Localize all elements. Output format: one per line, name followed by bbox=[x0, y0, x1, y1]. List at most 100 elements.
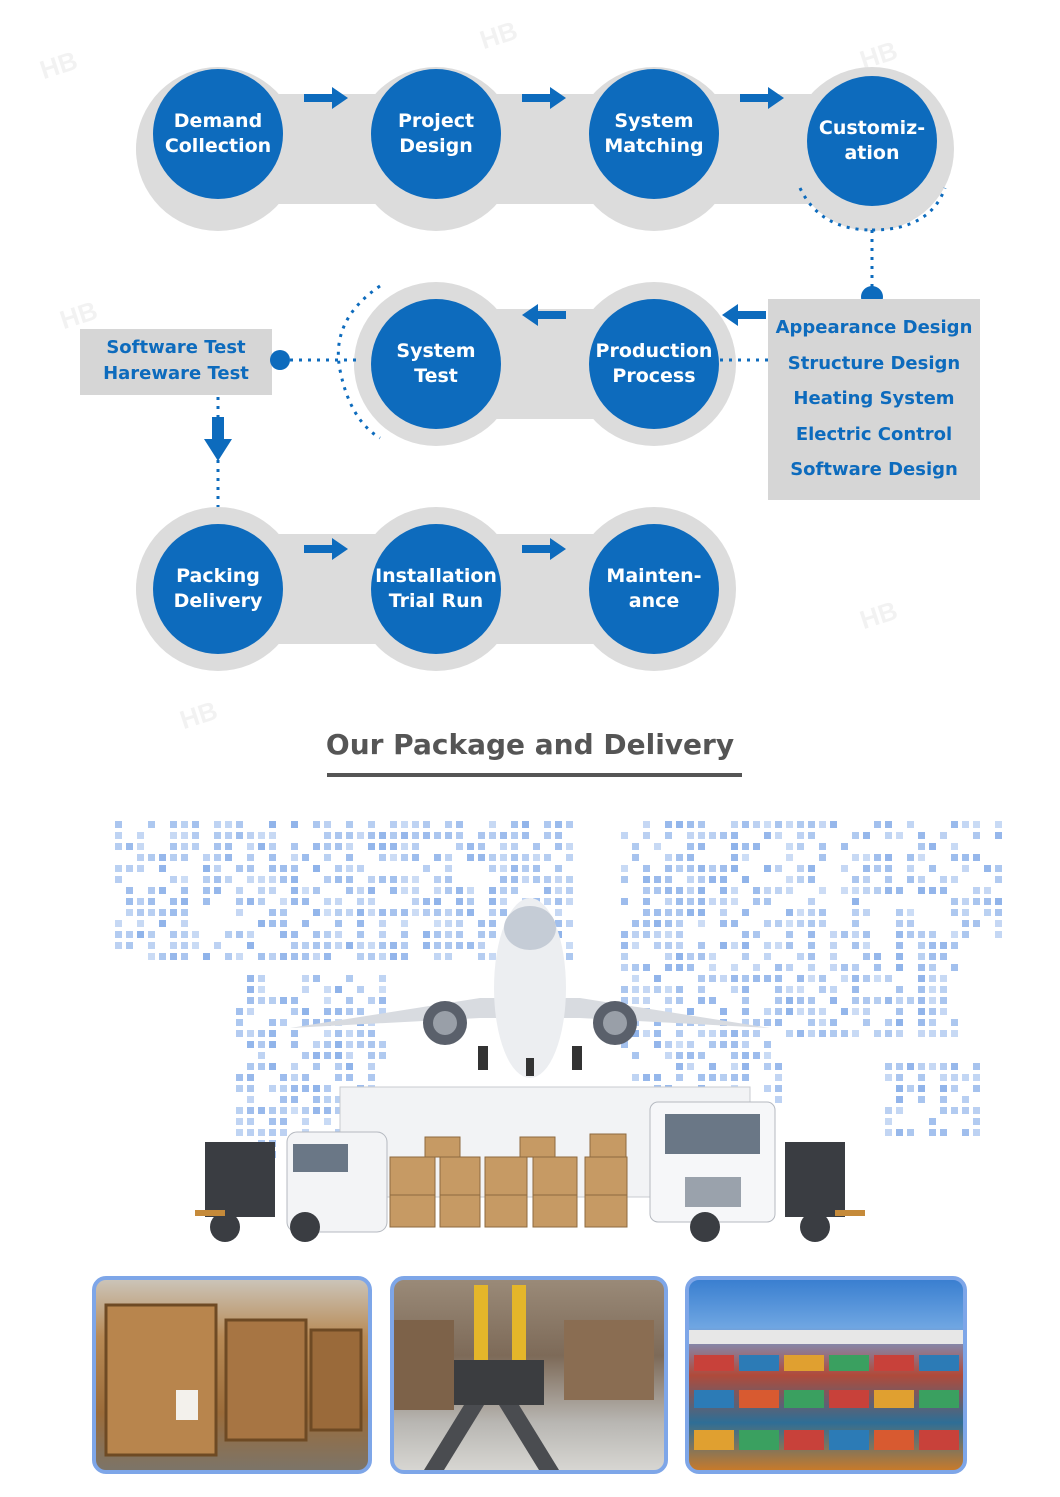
map-dot bbox=[346, 1041, 353, 1048]
map-dot bbox=[896, 1019, 903, 1026]
map-dot bbox=[720, 975, 727, 982]
map-dot bbox=[368, 997, 375, 1004]
map-dot bbox=[731, 1074, 738, 1081]
map-dot bbox=[247, 931, 254, 938]
map-dot bbox=[291, 843, 298, 850]
map-dot bbox=[137, 832, 144, 839]
map-dot bbox=[753, 821, 760, 828]
map-dot bbox=[313, 865, 320, 872]
map-dot bbox=[335, 843, 342, 850]
map-dot bbox=[764, 1041, 771, 1048]
map-dot bbox=[258, 1129, 265, 1136]
map-dot bbox=[247, 975, 254, 982]
map-dot bbox=[995, 821, 1002, 828]
map-dot bbox=[632, 997, 639, 1004]
map-dot bbox=[885, 1063, 892, 1070]
map-dot bbox=[313, 843, 320, 850]
map-dot bbox=[929, 1129, 936, 1136]
map-dot bbox=[797, 1030, 804, 1037]
map-dot bbox=[555, 865, 562, 872]
map-dot bbox=[940, 986, 947, 993]
map-dot bbox=[907, 876, 914, 883]
map-dot bbox=[544, 821, 551, 828]
map-dot bbox=[368, 898, 375, 905]
map-dot bbox=[742, 1008, 749, 1015]
map-dot bbox=[764, 1008, 771, 1015]
map-dot bbox=[423, 942, 430, 949]
map-dot bbox=[830, 964, 837, 971]
map-dot bbox=[137, 865, 144, 872]
map-dot bbox=[137, 920, 144, 927]
map-dot bbox=[654, 942, 661, 949]
map-dot bbox=[940, 1107, 947, 1114]
map-dot bbox=[676, 865, 683, 872]
map-dot bbox=[720, 909, 727, 916]
map-dot bbox=[247, 1096, 254, 1103]
map-dot bbox=[478, 854, 485, 861]
map-dot bbox=[863, 975, 870, 982]
map-dot bbox=[368, 953, 375, 960]
map-dot bbox=[500, 909, 507, 916]
map-dot bbox=[929, 997, 936, 1004]
map-dot bbox=[863, 909, 870, 916]
map-dot bbox=[852, 964, 859, 971]
map-dot bbox=[313, 975, 320, 982]
map-dot bbox=[280, 1129, 287, 1136]
map-dot bbox=[291, 1041, 298, 1048]
map-dot bbox=[676, 1074, 683, 1081]
map-dot bbox=[775, 1085, 782, 1092]
map-dot bbox=[544, 898, 551, 905]
map-dot bbox=[830, 931, 837, 938]
map-dot bbox=[236, 1074, 243, 1081]
map-dot bbox=[456, 942, 463, 949]
map-dot bbox=[632, 843, 639, 850]
map-dot bbox=[522, 865, 529, 872]
map-dot bbox=[929, 986, 936, 993]
map-dot bbox=[478, 920, 485, 927]
map-dot bbox=[192, 931, 199, 938]
map-dot bbox=[324, 1107, 331, 1114]
map-dot bbox=[181, 854, 188, 861]
map-dot bbox=[555, 909, 562, 916]
dotted-connector bbox=[720, 358, 768, 362]
map-dot bbox=[159, 953, 166, 960]
map-dot bbox=[258, 1030, 265, 1037]
map-dot bbox=[170, 953, 177, 960]
map-dot bbox=[357, 1008, 364, 1015]
map-dot bbox=[555, 876, 562, 883]
crated-machines-photo bbox=[92, 1276, 372, 1474]
map-dot bbox=[324, 931, 331, 938]
map-dot bbox=[247, 843, 254, 850]
map-dot bbox=[302, 975, 309, 982]
map-dot bbox=[346, 975, 353, 982]
map-dot bbox=[324, 953, 331, 960]
map-dot bbox=[775, 865, 782, 872]
map-dot bbox=[159, 865, 166, 872]
map-dot bbox=[929, 942, 936, 949]
map-dot bbox=[775, 964, 782, 971]
map-dot bbox=[456, 832, 463, 839]
map-dot bbox=[269, 887, 276, 894]
map-dot bbox=[940, 942, 947, 949]
map-dot bbox=[148, 942, 155, 949]
map-dot bbox=[302, 854, 309, 861]
step-production-process: Production Process bbox=[589, 299, 719, 429]
map-dot bbox=[808, 821, 815, 828]
map-dot bbox=[676, 997, 683, 1004]
map-dot bbox=[643, 832, 650, 839]
map-dot bbox=[258, 832, 265, 839]
map-dot bbox=[764, 1063, 771, 1070]
map-dot bbox=[742, 1063, 749, 1070]
map-dot bbox=[753, 898, 760, 905]
map-dot bbox=[951, 876, 958, 883]
map-dot bbox=[137, 843, 144, 850]
map-dot bbox=[918, 997, 925, 1004]
map-dot bbox=[841, 931, 848, 938]
map-dot bbox=[643, 1074, 650, 1081]
map-dot bbox=[126, 843, 133, 850]
map-dot bbox=[863, 887, 870, 894]
map-dot bbox=[896, 1085, 903, 1092]
map-dot bbox=[236, 898, 243, 905]
map-dot bbox=[335, 920, 342, 927]
map-dot bbox=[995, 832, 1002, 839]
